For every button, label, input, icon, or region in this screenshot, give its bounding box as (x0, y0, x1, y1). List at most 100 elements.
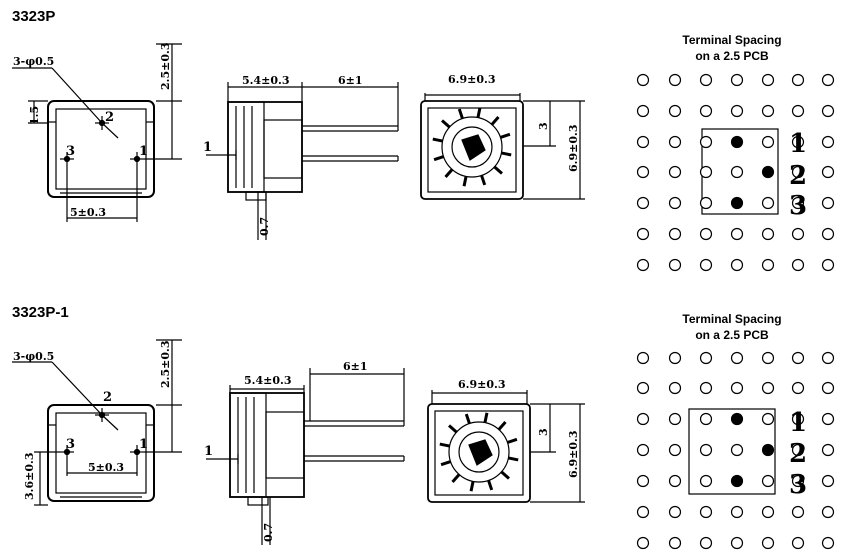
pcb-hole (730, 381, 744, 395)
pin-pitch-label: 5±0.3 (70, 206, 106, 219)
pcb-hole (791, 104, 805, 118)
lead-length-label: 6±1 (338, 74, 363, 87)
rotor-tooth (451, 473, 461, 483)
pcb-hole (730, 536, 744, 550)
pcb-hole (791, 474, 805, 488)
pcb-hole (821, 104, 835, 118)
rotor-tooth (457, 108, 464, 120)
pcb-hole (636, 474, 650, 488)
pcb-hole (761, 258, 775, 272)
pcb-hole (668, 135, 682, 149)
pcb-hole (636, 536, 650, 550)
part-title-3323p: 3323P (12, 8, 56, 25)
front-height-label: 6.9±0.3 (567, 431, 580, 479)
pcb-terminal-hole (730, 474, 744, 488)
pcb-heading-bottom: Terminal Spacing on a 2.5 PCB (682, 312, 782, 342)
terminal-number-1: 1 (789, 129, 807, 159)
pcb-hole (821, 412, 835, 426)
rotor-tooth (480, 174, 487, 186)
pcb-hole (730, 227, 744, 241)
pcb-hole (761, 351, 775, 365)
pcb-hole (791, 505, 805, 519)
front-width-label: 6.9±0.3 (448, 73, 496, 86)
pcb-hole (636, 351, 650, 365)
rotor-tooth (433, 155, 445, 162)
pcb-hole (821, 165, 835, 179)
pcb-hole (668, 443, 682, 457)
pcb-hole (699, 412, 713, 426)
pcb-hole (636, 73, 650, 87)
pcb-hole (636, 505, 650, 519)
rotor-tooth (487, 479, 494, 491)
pcb-hole (730, 258, 744, 272)
pcb-hole (636, 165, 650, 179)
pcb-hole (821, 536, 835, 550)
pcb-hole (636, 381, 650, 395)
pcb-hole (699, 135, 713, 149)
rotor-tooth (462, 176, 468, 187)
pcb-hole (668, 227, 682, 241)
lead-length-label: 6±1 (343, 360, 368, 373)
pcb-hole (761, 196, 775, 210)
pcb-hole (761, 536, 775, 550)
pcb-hole (668, 474, 682, 488)
pin-label-1: 1 (139, 437, 148, 452)
rotor-tooth (483, 412, 489, 423)
front-offset-label: 3 (537, 122, 550, 130)
rotor-tooth (432, 137, 443, 143)
height-label: 2.5±0.3 (159, 341, 172, 389)
body-length-label: 5.4±0.3 (244, 374, 292, 387)
pcb-hole (821, 135, 835, 149)
pcb-hole (699, 258, 713, 272)
pcb-hole (699, 73, 713, 87)
pcb-hole (636, 196, 650, 210)
pcb-hole (668, 381, 682, 395)
pin-label-1: 1 (139, 144, 148, 159)
terminal-number-2: 2 (789, 161, 807, 191)
bottom-side-view (206, 368, 405, 545)
pcb-hole (699, 227, 713, 241)
pcb-hole (821, 381, 835, 395)
pcb-heading-top: Terminal Spacing on a 2.5 PCB (682, 33, 782, 63)
pin-diameter-label: 3-φ0.5 (13, 55, 54, 68)
rotor-tooth (490, 116, 500, 126)
pin-width-label: 1 (204, 444, 213, 459)
pcb-hole (821, 443, 835, 457)
offset-label: 3.6±0.3 (23, 453, 36, 501)
pin-width-label: 1 (203, 140, 212, 155)
pcb-hole (699, 474, 713, 488)
pcb-hole (791, 227, 805, 241)
pcb-hole (730, 165, 744, 179)
pcb-hole (791, 443, 805, 457)
pcb-hole (761, 104, 775, 118)
pcb-hole (730, 73, 744, 87)
rotor-tooth (500, 470, 510, 480)
pcb-hole (791, 381, 805, 395)
bottom-front-view (427, 390, 585, 503)
pcb-hole (761, 474, 775, 488)
pcb-hole (791, 536, 805, 550)
offset-label: 1.5 (28, 106, 41, 125)
pcb-hole (668, 536, 682, 550)
pcb-grid-bottom (636, 351, 835, 550)
pcb-hole (821, 258, 835, 272)
pcb-hole (699, 381, 713, 395)
pcb-hole (668, 351, 682, 365)
pcb-hole (730, 443, 744, 457)
front-offset-label: 3 (537, 428, 550, 436)
rotor-tooth (464, 413, 471, 425)
pcb-hole (636, 104, 650, 118)
pcb-hole (761, 412, 775, 426)
height-label: 2.5±0.3 (159, 43, 172, 91)
pcb-hole (668, 505, 682, 519)
pcb-hole (821, 505, 835, 519)
pcb-hole (699, 351, 713, 365)
rotor-tooth (448, 424, 458, 434)
pcb-hole (761, 505, 775, 519)
pcb-hole (699, 104, 713, 118)
pcb-hole (791, 258, 805, 272)
rotor-tooth (439, 442, 450, 448)
pcb-hole (791, 135, 805, 149)
pcb-hole (730, 104, 744, 118)
top-left-view (12, 43, 182, 222)
